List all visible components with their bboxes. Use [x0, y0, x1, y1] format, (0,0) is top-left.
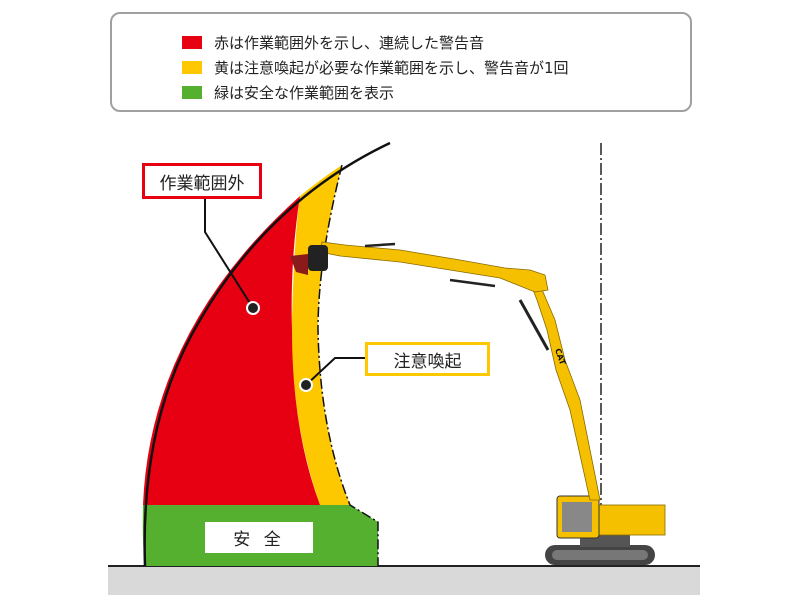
caution-leader-line — [305, 357, 365, 386]
outside-leader-line — [204, 199, 254, 309]
caution-marker-dot — [299, 378, 313, 392]
inner-range-line — [317, 164, 379, 566]
legend-item-red: 赤は作業範囲外を示し、連続した警告音 — [182, 32, 484, 53]
ground — [108, 567, 700, 595]
caution-zone — [291, 165, 350, 505]
legend-label: 緑は安全な作業範囲を表示 — [214, 84, 395, 102]
outside-zone — [143, 196, 320, 505]
caution-zone-label: 注意喚起 — [365, 342, 490, 376]
cab-window — [562, 502, 592, 532]
red-swatch — [182, 36, 202, 49]
legend-item-green: 緑は安全な作業範囲を表示 — [182, 82, 394, 103]
safe-zone-label: 安 全 — [205, 522, 313, 553]
green-swatch — [182, 86, 202, 99]
upper-boom — [319, 241, 549, 293]
legend-label: 赤は作業範囲外を示し、連続した警告音 — [214, 34, 485, 52]
lower-boom — [529, 281, 601, 501]
upper-body — [594, 504, 666, 536]
outside-zone-label: 作業範囲外 — [142, 163, 262, 199]
hydraulic-cylinder — [518, 299, 550, 351]
legend-item-yellow: 黄は注意喚起が必要な作業範囲を示し、警告音が1回 — [182, 57, 569, 78]
legend-label: 黄は注意喚起が必要な作業範囲を示し、警告音が1回 — [214, 59, 569, 77]
legend-box: 赤は作業範囲外を示し、連続した警告音 黄は注意喚起が必要な作業範囲を示し、警告音… — [110, 12, 692, 112]
crusher-jaw — [290, 254, 308, 275]
crusher-head — [308, 245, 328, 271]
outside-marker-dot — [246, 301, 260, 315]
outer-range-arc — [143, 141, 391, 567]
demolition-excavator: CAT — [290, 241, 666, 565]
yellow-swatch — [182, 61, 202, 74]
